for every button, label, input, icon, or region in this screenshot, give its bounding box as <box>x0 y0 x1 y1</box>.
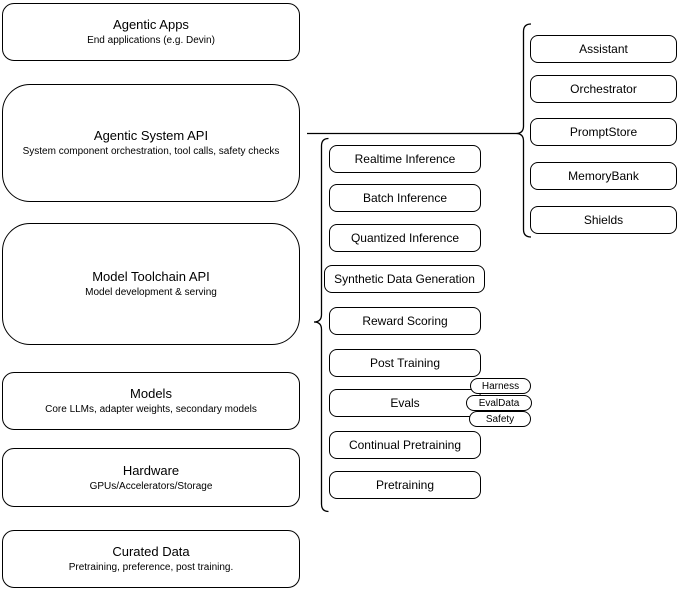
node-reward-scoring: Reward Scoring <box>329 307 481 335</box>
node-continual-pretraining: Continual Pretraining <box>329 431 481 459</box>
tag-evaldata: EvalData <box>466 395 532 411</box>
tag-label: Harness <box>481 380 520 392</box>
service-label: PromptStore <box>569 125 638 139</box>
service-label: Quantized Inference <box>350 231 460 245</box>
tag-harness: Harness <box>470 378 531 394</box>
node-orchestrator: Orchestrator <box>530 75 677 103</box>
service-label: Batch Inference <box>362 191 448 205</box>
node-hardware: Hardware GPUs/Accelerators/Storage <box>2 448 300 507</box>
layer-title: Curated Data <box>112 544 190 559</box>
node-agentic-apps: Agentic Apps End applications (e.g. Devi… <box>2 3 300 61</box>
tag-label: Safety <box>485 413 515 425</box>
layer-subtitle: Core LLMs, adapter weights, secondary mo… <box>45 404 257 415</box>
node-promptstore: PromptStore <box>530 118 677 146</box>
layer-subtitle: Pretraining, preference, post training. <box>68 562 234 573</box>
node-evals: Evals <box>329 389 481 417</box>
layer-title: Agentic Apps <box>113 17 189 32</box>
node-post-training: Post Training <box>329 349 481 377</box>
service-label: Orchestrator <box>570 82 637 96</box>
service-label: MemoryBank <box>568 169 639 183</box>
node-pretraining: Pretraining <box>329 471 481 499</box>
tag-safety: Safety <box>469 411 531 427</box>
node-assistant: Assistant <box>530 35 677 63</box>
node-shields: Shields <box>530 206 677 234</box>
node-quantized-inference: Quantized Inference <box>329 224 481 252</box>
node-synthetic-data-generation: Synthetic Data Generation <box>324 265 485 293</box>
service-label: Pretraining <box>375 478 435 492</box>
node-model-toolchain-api: Model Toolchain API Model development & … <box>2 223 300 345</box>
service-label: Assistant <box>579 42 628 56</box>
layer-subtitle: End applications (e.g. Devin) <box>87 35 215 46</box>
node-agentic-system-api: Agentic System API System component orch… <box>2 84 300 202</box>
agentic-services-brace <box>515 23 532 238</box>
layer-subtitle: GPUs/Accelerators/Storage <box>89 480 213 492</box>
toolchain-services-brace <box>313 137 329 513</box>
service-label: Shields <box>583 213 624 227</box>
layer-title: Model Toolchain API <box>92 269 210 284</box>
node-curated-data: Curated Data Pretraining, preference, po… <box>2 530 300 588</box>
layer-title: Models <box>130 386 172 401</box>
service-label: Evals <box>390 396 420 410</box>
node-memorybank: MemoryBank <box>530 162 677 190</box>
service-label: Realtime Inference <box>354 152 456 166</box>
layer-title: Agentic System API <box>93 128 209 143</box>
node-models: Models Core LLMs, adapter weights, secon… <box>2 372 300 430</box>
service-label: Post Training <box>369 356 441 370</box>
layer-subtitle: Model development & serving <box>85 287 217 298</box>
layer-subtitle: System component orchestration, tool cal… <box>22 146 280 157</box>
node-realtime-inference: Realtime Inference <box>329 145 481 173</box>
service-label: Reward Scoring <box>362 314 448 328</box>
node-batch-inference: Batch Inference <box>329 184 481 212</box>
service-label: Synthetic Data Generation <box>334 272 475 286</box>
layer-title: Hardware <box>122 462 180 478</box>
tag-label: EvalData <box>478 397 520 409</box>
service-label: Continual Pretraining <box>348 438 462 452</box>
